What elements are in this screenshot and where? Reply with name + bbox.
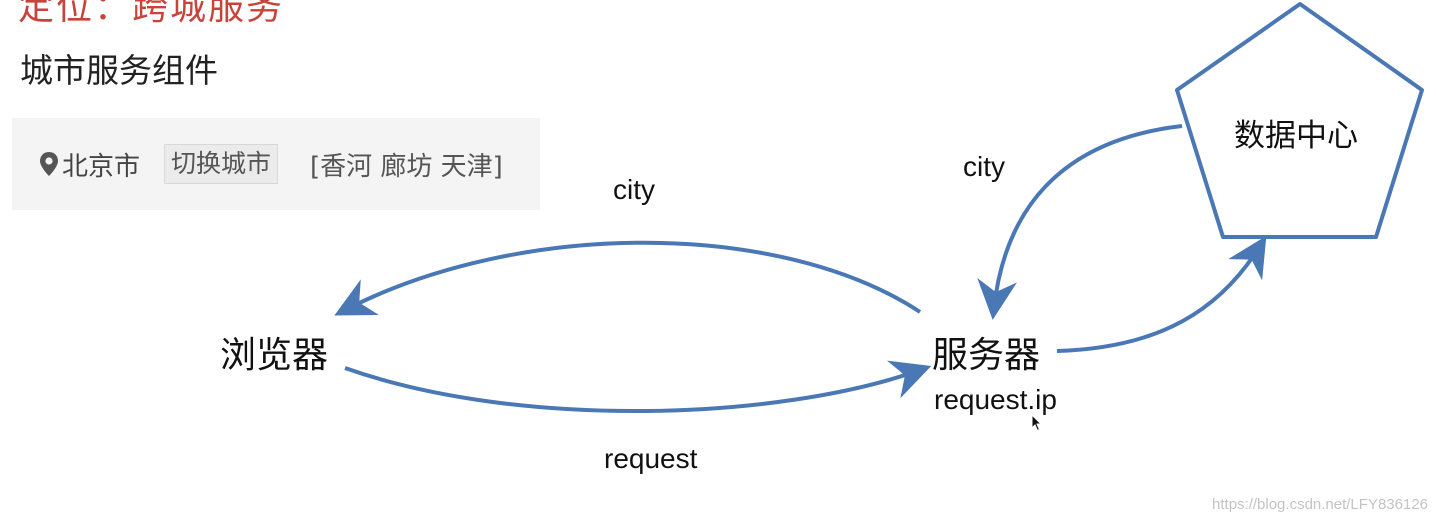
section-heading: 城市服务组件 — [20, 51, 218, 90]
edge-label-request: request — [604, 443, 698, 474]
cut-off-title: 定位：跨城服务 — [18, 0, 285, 28]
arrow-browser-to-server — [344, 360, 932, 414]
current-city: 北京市 — [62, 152, 141, 182]
arrow-server-to-browser — [334, 240, 922, 316]
nearby-cities: [香河 廊坊 天津] — [310, 152, 503, 182]
mouse-cursor-icon — [1031, 414, 1043, 432]
location-pin-icon — [40, 152, 58, 176]
arrow-datacenter-to-server — [977, 124, 1183, 320]
data-center-label: 数据中心 — [1234, 118, 1358, 154]
server-note-label: request.ip — [934, 384, 1057, 415]
browser-label: 浏览器 — [220, 335, 329, 376]
server-label: 服务器 — [932, 335, 1041, 376]
city-service-widget: 北京市 切换城市 [香河 廊坊 天津] — [12, 118, 540, 210]
edge-label-city-browser: city — [613, 174, 655, 205]
arrow-server-to-datacenter — [1056, 235, 1267, 353]
data-center-node — [1175, 2, 1424, 239]
edge-label-city-datacenter: city — [963, 151, 1005, 182]
switch-city-button[interactable]: 切换城市 — [164, 144, 279, 184]
watermark: https://blog.csdn.net/LFY836126 — [1212, 496, 1428, 513]
